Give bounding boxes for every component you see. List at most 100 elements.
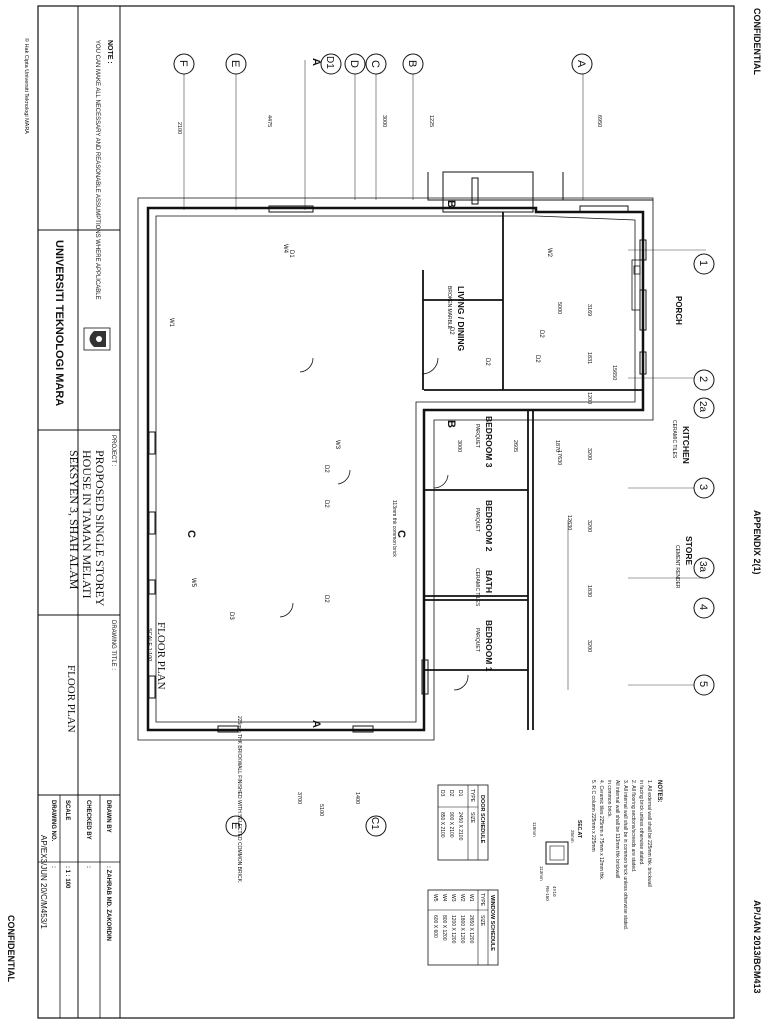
document-code: AP/JAN 2013/BCM413 [752,900,762,994]
grid-bubble-3: 3 [693,477,715,499]
notes-block: NOTES: 1. All external wall shall be 225… [532,780,662,930]
section-a-bottom: A [310,720,322,728]
svg-text:4Y10: 4Y10 [552,886,557,897]
svg-text:D3: D3 [439,790,445,797]
svg-text:SEC.AT: SEC.AT [576,820,582,838]
dim-5000: 5000 [556,302,562,314]
room-bath-finish: CERAMIC TILES [474,568,480,607]
svg-text:25mm: 25mm [570,830,575,843]
svg-text:B: B [406,60,418,67]
svg-text:600 X 600: 600 X 600 [432,915,438,938]
external-wall-inner [155,215,636,723]
grid-bubble-2: 2 [693,369,715,391]
windows [148,177,647,733]
plan-title: FLOOR PLAN [155,622,167,690]
note-line-7: 4. Ceramic tiles 225mm x 75mm x 12mm thk… [598,780,604,880]
dim-3000: 3000 [381,115,387,127]
grid-bubble-c1: C1 [365,815,387,837]
svg-text:C: C [369,60,381,68]
note-label: NOTE : [106,40,113,64]
svg-text:900 X 2100: 900 X 2100 [448,812,454,838]
table-row: W2 1800 X 1200 [459,894,465,944]
door-tag-d1: D1 [288,250,294,258]
note-line-5: All internal wall shall be 113mm thk bri… [614,780,620,878]
dim-mid-1870: 1870 [554,440,560,452]
window-tags: W1 W2 W3 W4 W5 [168,244,552,588]
section-c-left: C [185,530,197,538]
svg-text:W2: W2 [459,894,465,902]
door-tag-d2-f: D2 [323,595,329,603]
svg-text:3: 3 [697,484,709,490]
grid-bubble-b: B [402,53,424,75]
drawing-no-label: DRAWING NO. [50,800,56,842]
checked-by-value: : [85,866,91,868]
notes-title: NOTES: [656,780,662,803]
svg-text:W3: W3 [450,894,456,902]
grid-bubble-a: A [571,53,593,75]
dim-1400: 1400 [354,792,360,804]
drawing-title-label: DRAWING TITLE : [110,620,116,670]
svg-text:A: A [575,60,587,68]
grid-bubbles: A B C D D1 E F E C1 1 2 2a 3 3a 4 5 [173,53,715,837]
room-bath: BATH [484,570,494,593]
table-row: D1 2450 X 2100 [457,790,463,841]
project-label: PROJECT : [110,435,116,467]
svg-text:D1: D1 [457,790,463,797]
svg-text:2450 X 2100: 2450 X 2100 [457,812,463,841]
confidential-top: CONFIDENTIAL [752,8,762,75]
svg-text:4: 4 [697,604,709,610]
svg-text:D1: D1 [324,56,335,69]
drawn-by-label: DRAWN BY [105,800,111,833]
svg-text:E: E [229,60,241,67]
room-bedroom-2: BEDROOM 2 [484,500,494,552]
room-store: STORE [684,536,694,565]
dim-mid-2605: 2605 [512,440,518,452]
door-swings [279,357,469,691]
confidential-bottom: CONFIDENTIAL [6,915,16,982]
room-kitchen: KITCHEN [681,426,691,464]
svg-text:1800 X 1200: 1800 X 1200 [459,915,465,944]
dim-6950: 6950 [596,115,602,127]
door-tag-d2-g: D2 [534,355,540,363]
dim-1830: 1830 [586,585,592,597]
dim-17630: 17630 [556,450,562,465]
room-labels: PORCH STORE CEMENT RENDER KITCHEN CERAMI… [446,286,694,672]
room-bedroom-3: BEDROOM 3 [484,416,494,468]
door-tag-d2-b: D2 [484,358,490,366]
table-row: D2 900 X 2100 [448,790,454,838]
svg-text:113mm: 113mm [539,866,544,881]
university-logo [83,327,111,351]
sheet-border [37,5,735,1019]
dim-5100: 5100 [318,804,324,816]
door-schedule-header-size: SIZE [469,812,475,824]
window-schedule-header-type: TYPE [479,893,485,907]
table-row: W3 1200 X 1200 [450,894,456,944]
svg-text:1200 X 1200: 1200 X 1200 [450,915,456,944]
svg-text:D: D [348,60,360,68]
dim-1200: 1200 [586,392,592,404]
window-tag-w4: W4 [282,244,288,254]
svg-text:D2: D2 [448,790,454,797]
dim-3169: 3169 [586,304,592,316]
grid-bubble-c: C [365,53,387,75]
door-tag-d3: D3 [228,612,234,620]
copyright-text: © Hak Cipta Universiti Teknologi MARA [23,38,30,134]
grid-bubble-d: D [344,53,366,75]
room-living-finish: BROKEN MARBLE [446,286,452,330]
external-wall [146,206,645,732]
dim-2100: 2100 [176,122,182,134]
grid-bubble-d1: D1 [320,53,342,75]
svg-text:2: 2 [697,376,709,382]
dim-mid-3000: 3000 [456,440,462,452]
door-tag-d2-c: D2 [538,330,544,338]
room-bedroom-3-finish: PARQUET [474,424,480,448]
svg-text:800 X 1200: 800 X 1200 [441,915,447,941]
project-line-3: SEKSYEN 3, SHAH ALAM [67,450,81,590]
appendix-label: APPENDIX 2(1) [752,510,762,575]
note-line-2: in facing brick unless otherwise stated. [638,780,644,866]
checked-by-label: CHECKED BY [85,800,91,840]
svg-text:2650 X 1200: 2650 X 1200 [468,915,474,944]
section-b-top: B [445,200,457,208]
